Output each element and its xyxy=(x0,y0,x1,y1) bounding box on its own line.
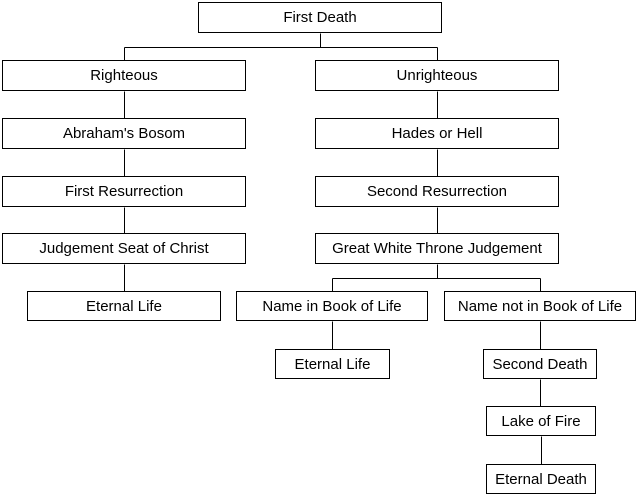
node-unrighteous: Unrighteous xyxy=(315,60,559,91)
node-judgement-seat: Judgement Seat of Christ xyxy=(2,233,246,264)
node-hades-or-hell: Hades or Hell xyxy=(315,118,559,149)
node-righteous: Righteous xyxy=(2,60,246,91)
node-first-resurrection: First Resurrection xyxy=(2,176,246,207)
node-eternal-life-righteous: Eternal Life xyxy=(27,291,221,321)
node-eternal-death: Eternal Death xyxy=(486,464,596,494)
node-abrahams-bosom: Abraham's Bosom xyxy=(2,118,246,149)
node-great-white-throne: Great White Throne Judgement xyxy=(315,233,559,264)
node-lake-of-fire: Lake of Fire xyxy=(486,406,596,436)
node-name-in-book: Name in Book of Life xyxy=(236,291,428,321)
node-first-death: First Death xyxy=(198,2,442,33)
node-name-not-in-book: Name not in Book of Life xyxy=(444,291,636,321)
node-eternal-life-book: Eternal Life xyxy=(275,349,390,379)
node-second-resurrection: Second Resurrection xyxy=(315,176,559,207)
node-second-death: Second Death xyxy=(483,349,597,379)
